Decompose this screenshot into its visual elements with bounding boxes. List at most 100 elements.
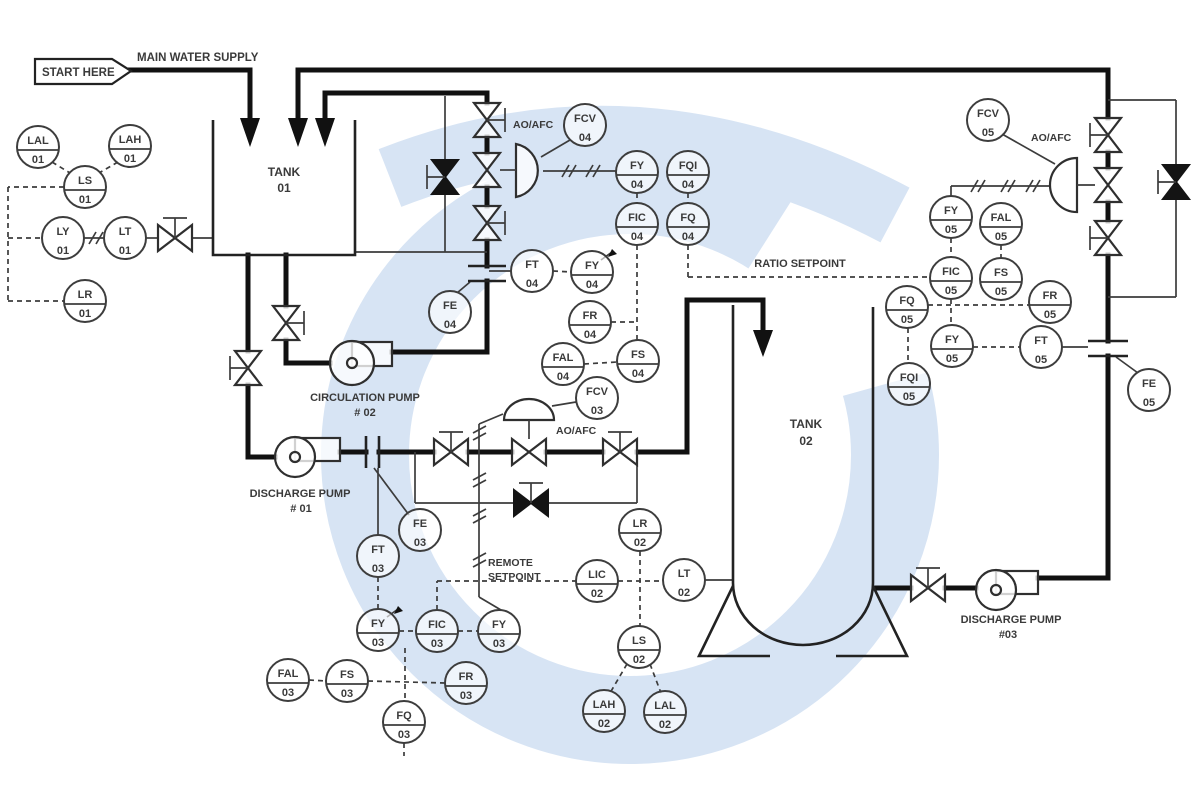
valve-tank01-return-bypass-closed [426, 159, 461, 195]
instrument-number: 02 [633, 654, 645, 666]
instrument-number: 02 [598, 718, 610, 730]
tank01-inlet-arrow-3 [315, 118, 335, 147]
instrument-tag: LAL [27, 135, 49, 147]
instrument-fe-04: FE 04 [428, 290, 472, 334]
instrument-tag: FE [1142, 378, 1156, 390]
instrument-tag: FS [631, 349, 645, 361]
instrument-tag: FCV [574, 113, 597, 125]
label-discharge-pump1-2: # 01 [290, 503, 311, 515]
instrument-fy-03a: FY 03 [356, 608, 400, 652]
instrument-tag: LR [78, 289, 93, 301]
discharge-pump-03 [974, 568, 1040, 612]
valve-fcv03-bypass-closed [513, 482, 549, 519]
valve-fcv04-upstream [471, 101, 506, 139]
instrument-number: 04 [557, 371, 570, 383]
line [373, 467, 410, 516]
instrument-number: 05 [1035, 354, 1047, 366]
instrument-fic-03: FIC 03 [415, 609, 459, 653]
instrument-number: 01 [119, 245, 131, 257]
label-tank02-num: 02 [799, 434, 813, 448]
instrument-number: 04 [444, 319, 457, 331]
instrument-fr-03: FR 03 [444, 661, 488, 705]
instrument-tag: FQI [900, 372, 918, 384]
instrument-number: 04 [579, 132, 592, 144]
instrument-number: 03 [398, 729, 410, 741]
instrument-number: 05 [995, 286, 1007, 298]
instrument-number: 04 [584, 329, 597, 341]
flow-arrows [240, 118, 773, 357]
start-here-flag-label: START HERE [42, 67, 115, 79]
tank01-inlet-arrow-2 [288, 118, 308, 147]
valve-tank01-outlet-1 [229, 349, 264, 387]
instrument-number: 05 [995, 231, 1007, 243]
instrument-number: 03 [460, 690, 472, 702]
instrument-tag: FY [585, 260, 600, 272]
instrument-tag: FR [459, 671, 474, 683]
instrument-tag: FR [1043, 290, 1058, 302]
instrument-tag: FY [371, 618, 386, 630]
instrument-tag: FCV [977, 108, 1000, 120]
line [478, 413, 504, 425]
tank-02 [696, 305, 910, 658]
tank-01 [211, 120, 357, 257]
instrument-tag: FAL [991, 212, 1012, 224]
tank-02-right-leg [836, 585, 910, 658]
instrument-fcv-04: FCV 04 [563, 103, 607, 147]
instrument-tag: FAL [278, 668, 299, 680]
label-tank02-name: TANK [790, 417, 823, 431]
valve-fcv05-upstream [1089, 116, 1124, 154]
instrument-tag: FY [630, 160, 645, 172]
signal-lines-dashed [7, 161, 1029, 756]
instrument-fy-05a: FY 05 [929, 195, 973, 239]
control-valve-actuators [500, 142, 1095, 439]
signal-line [308, 679, 327, 682]
instrument-number: 03 [591, 405, 603, 417]
instrument-tag: LR [633, 518, 648, 530]
instrument-number: 02 [678, 587, 690, 599]
instrument-tag: LAL [654, 700, 676, 712]
valve-fcv03-upstream [432, 431, 470, 468]
valve-tank01-outlet-2 [270, 304, 305, 342]
instrument-number: 03 [414, 537, 426, 549]
instrument-tag: FE [443, 300, 457, 312]
instrument-tag: FAL [553, 352, 574, 364]
instrument-tag: LAH [593, 699, 616, 711]
instrument-tag: LS [78, 175, 92, 187]
instrument-number: 02 [634, 537, 646, 549]
instrument-tag: FY [944, 205, 959, 217]
instrument-number: 03 [372, 637, 384, 649]
instrument-number: 04 [526, 278, 539, 290]
tank01-inlet-arrow-1 [240, 118, 260, 147]
label-ao-afc-04: AO/AFC [513, 119, 554, 131]
instrument-number: 05 [946, 353, 958, 365]
instrument-fal-05: FAL 05 [979, 202, 1023, 246]
instrument-fal-04: FAL 04 [541, 342, 585, 386]
line [540, 139, 571, 158]
instrument-number: 05 [945, 285, 957, 297]
instrument-number: 04 [682, 231, 695, 243]
instrument-number: 05 [901, 314, 913, 326]
instrument-number: 03 [431, 638, 443, 650]
fcv04-actuator-dome [514, 142, 539, 199]
instrument-number: 05 [945, 224, 957, 236]
instrument-number: 04 [632, 368, 645, 380]
instrument-tag: FIC [428, 619, 446, 631]
instrument-number: 03 [493, 638, 505, 650]
instrument-number: 05 [1143, 397, 1155, 409]
